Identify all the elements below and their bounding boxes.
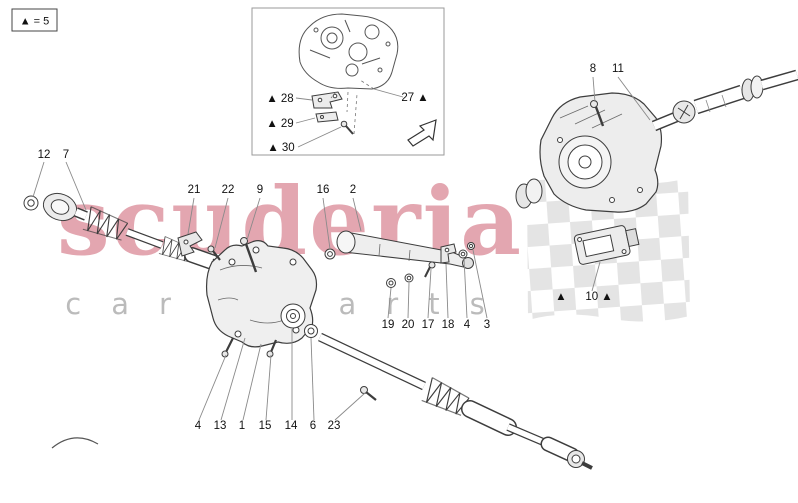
callout-3[interactable]: 3 [484, 319, 490, 331]
callout-11[interactable]: 11 [612, 63, 624, 75]
intermediate-shaft-drawing [336, 230, 475, 288]
right-axle-shaft-drawing [280, 303, 593, 470]
callout-20[interactable]: 20 [402, 319, 415, 331]
callout-28[interactable]: ▲ 28 [266, 93, 293, 105]
callout-27[interactable]: 27 ▲ [401, 92, 428, 104]
legend: ▲ = 5 [11, 8, 58, 32]
callout-18[interactable]: 18 [442, 319, 455, 331]
callout-29[interactable]: ▲ 29 [266, 118, 293, 130]
callout-7[interactable]: 7 [63, 149, 69, 161]
callout-4-lower[interactable]: 4 [195, 420, 202, 432]
left-axle-shaft-drawing [23, 192, 226, 270]
callout-10[interactable]: 10 ▲ [585, 291, 612, 303]
callout-2[interactable]: 2 [350, 184, 356, 196]
callout-19[interactable]: 19 [382, 319, 395, 331]
callout-8[interactable]: 8 [590, 63, 596, 75]
inset-gearbox-panel [251, 7, 445, 156]
callout-4-upper[interactable]: 4 [464, 319, 471, 331]
reference-curve-mark [51, 437, 99, 449]
leader-lines [32, 76, 651, 421]
legend-label: ▲ = 5 [20, 16, 50, 28]
callout-23[interactable]: 23 [328, 420, 341, 432]
callout-6[interactable]: 6 [310, 420, 316, 432]
rear-differential-drawing [515, 69, 798, 213]
direction-arrow-icon [407, 119, 437, 147]
inset-dashed-leaders [330, 79, 375, 135]
callout-21[interactable]: 21 [188, 184, 201, 196]
callout-16[interactable]: 16 [317, 184, 330, 196]
callout-9[interactable]: 9 [257, 184, 263, 196]
callout-13[interactable]: 13 [214, 420, 227, 432]
callouts: 12 7 21 22 9 16 2 8 11 ▲ 28 ▲ 29 ▲ 30 27… [38, 63, 624, 432]
gearbox-drawing [298, 13, 399, 90]
callout-12[interactable]: 12 [38, 149, 51, 161]
callout-30[interactable]: ▲ 30 [267, 142, 294, 154]
callout-14[interactable]: 14 [285, 420, 298, 432]
callout-22[interactable]: 22 [222, 184, 235, 196]
callout-15[interactable]: 15 [259, 420, 272, 432]
callout-17[interactable]: 17 [422, 319, 435, 331]
callout-triangle-10[interactable]: ▲ [555, 291, 566, 303]
control-unit-drawing [573, 225, 640, 265]
inset-small-parts [311, 91, 354, 135]
callout-1[interactable]: 1 [239, 420, 245, 432]
